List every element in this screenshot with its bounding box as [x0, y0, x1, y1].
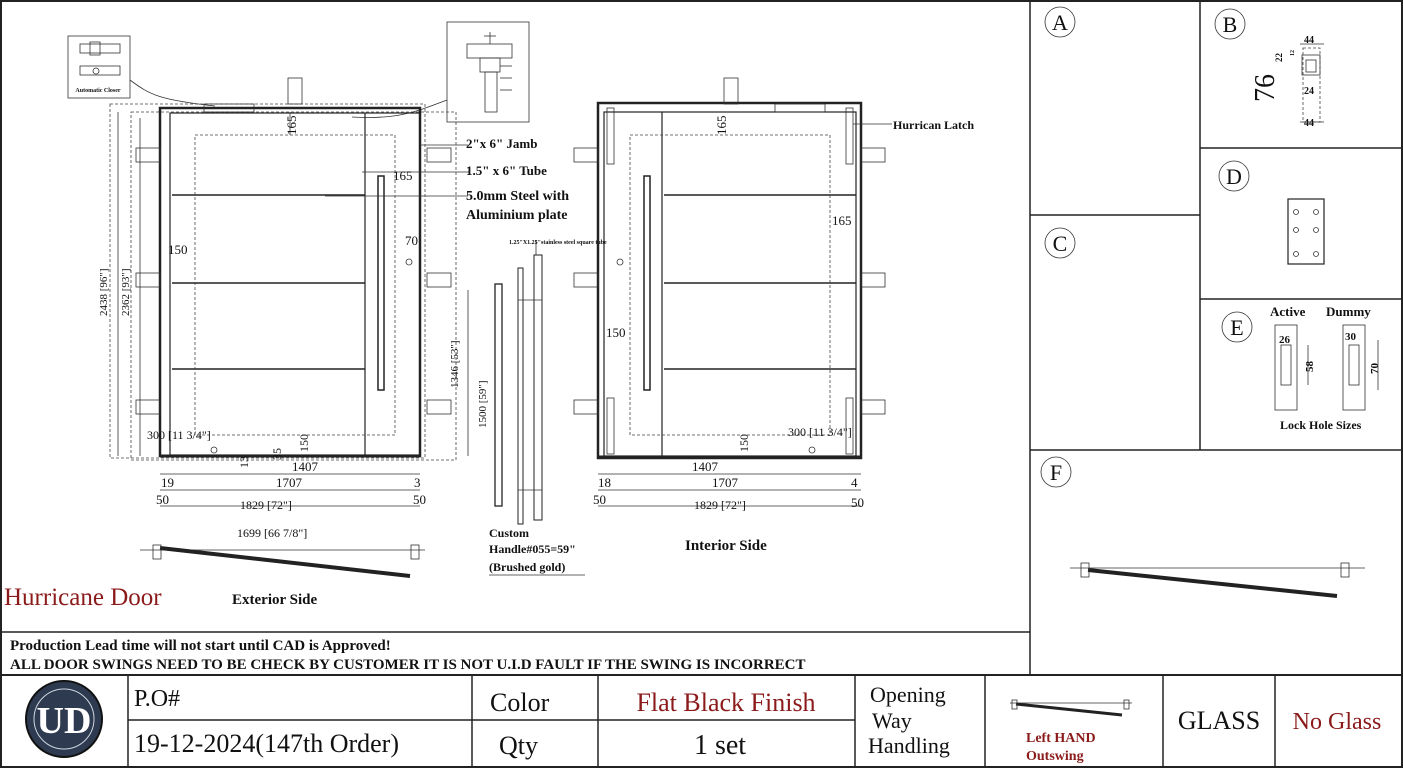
detail-B-12: 12: [1290, 50, 1296, 56]
int-dim-50-right: 50: [851, 495, 864, 510]
int-dim-18: 18: [598, 475, 611, 490]
detail-E-58: 58: [1304, 361, 1316, 373]
callout-handle-tube: 1.25"X1.25"stainless steel square tube: [509, 240, 607, 246]
dim-1829: 1829 [72"]: [240, 498, 292, 512]
logo-text: UD: [37, 700, 92, 742]
int-dim-150-bottom: 150: [737, 434, 751, 452]
detail-E-letter: E: [1230, 315, 1243, 340]
callout-jamb: 2"x 6" Jamb: [466, 136, 538, 151]
dim-1699: 1699 [66 7/8"]: [237, 526, 307, 540]
title-block: UD P.O# 19-12-2024(147th Order) Color Qt…: [25, 675, 1382, 767]
dim-1346: 1346 [53"]: [449, 340, 461, 388]
dim-2362: 2362 [93"]: [120, 268, 132, 316]
dim-50-right: 50: [413, 492, 426, 507]
int-dim-1829: 1829 [72"]: [694, 498, 746, 512]
detail-B-letter: B: [1223, 12, 1238, 37]
callout-steel-line2: Aluminium plate: [466, 208, 568, 223]
interior-side-label: Interior Side: [685, 538, 767, 554]
int-dim-1407: 1407: [692, 459, 719, 474]
dim-13: 13: [237, 456, 251, 468]
int-dim-side-165: 165: [832, 213, 852, 228]
interior-view: 165 165 150 150 300 [11 3/4"] 1407 1707 …: [573, 77, 974, 512]
opening-label-1: Opening: [870, 682, 946, 707]
int-dim-4: 4: [851, 475, 858, 490]
glass-value: No Glass: [1293, 709, 1382, 735]
detail-C: C: [1044, 227, 1076, 259]
color-value: Flat Black Finish: [636, 688, 815, 717]
exterior-view: Automatic Closer: [67, 21, 569, 578]
int-dim-150-left: 150: [606, 325, 626, 340]
detail-B-44-bottom: 44: [1304, 118, 1314, 129]
exterior-side-label: Exterior Side: [232, 592, 317, 608]
dim-50-left: 50: [156, 492, 169, 507]
opening-label-3: Handling: [868, 733, 950, 758]
detail-E-dummy: Dummy: [1326, 304, 1371, 319]
detail-E-active: Active: [1270, 304, 1306, 319]
detail-E-caption: Lock Hole Sizes: [1280, 418, 1362, 432]
int-dim-top-165: 165: [714, 116, 729, 136]
callout-tube: 1.5" x 6" Tube: [466, 163, 547, 178]
detail-A: A: [1044, 6, 1076, 38]
swing-line-2: Outswing: [1026, 749, 1084, 764]
exterior-swing-plan: 1699 [66 7/8"]: [140, 526, 425, 578]
dim-35: 35: [270, 448, 284, 460]
company-logo: UD: [25, 680, 103, 758]
po-value: 19-12-2024(147th Order): [134, 729, 399, 758]
dim-1707: 1707: [276, 475, 303, 490]
note-line-1: Production Lead time will not start unti…: [10, 638, 391, 654]
detail-E-70: 70: [1369, 363, 1381, 375]
detail-B-44-top: 44: [1304, 35, 1314, 46]
detail-B-76: 76: [1250, 74, 1281, 102]
dim-top-165: 165: [284, 116, 299, 136]
automatic-closer-inset: Automatic Closer: [67, 35, 216, 107]
callout-steel-line1: 5.0mm Steel with: [466, 189, 569, 204]
detail-F: F: [1040, 456, 1365, 598]
callout-handle-line3: (Brushed gold): [489, 560, 565, 574]
callout-hurricane-latch: Hurrican Latch: [893, 118, 974, 132]
detail-B-24: 24: [1304, 86, 1314, 97]
detail-C-letter: C: [1053, 231, 1068, 256]
qty-label: Qty: [499, 731, 538, 760]
dim-1407: 1407: [292, 459, 319, 474]
detail-B-22: 22: [1274, 53, 1284, 63]
callout-handle-line2: Handle#055=59": [489, 542, 576, 556]
color-label: Color: [490, 688, 550, 717]
callout-handle-line1: Custom: [489, 526, 529, 540]
detail-E-30: 30: [1345, 331, 1357, 343]
int-dim-50-left: 50: [593, 492, 606, 507]
int-dim-300: 300 [11 3/4"]: [788, 425, 852, 439]
detail-F-letter: F: [1050, 460, 1062, 485]
po-label: P.O#: [134, 686, 180, 712]
note-line-2: ALL DOOR SWINGS NEED TO BE CHECK BY CUST…: [10, 657, 806, 673]
dim-70: 70: [405, 233, 418, 248]
swing-icon: [1010, 699, 1132, 717]
glass-label: GLASS: [1178, 706, 1260, 735]
qty-value: 1 set: [694, 730, 746, 761]
detail-D-letter: D: [1226, 164, 1242, 189]
dim-150-bottom: 150: [297, 434, 311, 452]
detail-D: D: [1218, 160, 1325, 265]
closer-label: Automatic Closer: [75, 88, 120, 94]
drawing-title: Hurricane Door: [4, 584, 162, 611]
dim-3: 3: [414, 475, 421, 490]
detail-B: B 76 44 22 12 24 44: [1214, 8, 1324, 129]
swing-line-1: Left HAND: [1026, 731, 1096, 746]
detail-E-26: 26: [1279, 334, 1291, 346]
dim-side-165: 165: [393, 168, 413, 183]
int-dim-1707: 1707: [712, 475, 739, 490]
detail-A-letter: A: [1052, 10, 1068, 35]
dim-1500: 1500 [59"]: [477, 380, 489, 428]
dim-150-left: 150: [168, 242, 188, 257]
dim-19: 19: [161, 475, 174, 490]
dim-300: 300 [11 3/4"]: [147, 428, 211, 442]
dim-2438: 2438 [96"]: [98, 268, 110, 316]
detail-E: E Active Dummy 26 58 30 70 Lock Hole Siz…: [1221, 304, 1381, 432]
handle-detail: 1500 [59"] 1.25"X1.25"stainless steel sq…: [477, 240, 607, 576]
opening-label-2: Way: [872, 708, 912, 733]
